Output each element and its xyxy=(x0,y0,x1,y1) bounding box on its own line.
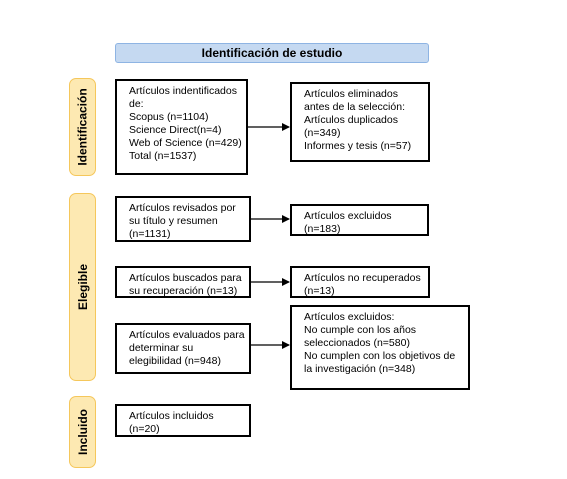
box-line: Artículos indentificados xyxy=(129,85,237,97)
box-line: (n=349) xyxy=(304,127,341,139)
box-line: elegibilidad (n=948) xyxy=(129,355,221,367)
box-line: Artículos buscados para xyxy=(129,272,242,284)
box-line: antes de la selección: xyxy=(304,101,405,113)
box-identified-articles: Artículos indentificados de: Scopus (n=1… xyxy=(115,79,248,175)
box-line: Total (n=1537) xyxy=(129,150,197,162)
box-line: Web of Science (n=429) xyxy=(129,137,242,149)
box-line: (n=1131) xyxy=(129,228,171,240)
stage-incluido: Incluido xyxy=(69,396,96,468)
box-not-retrieved-articles: Artículos no recuperados (n=13) xyxy=(290,266,430,298)
box-line: Artículos evaluados para xyxy=(129,329,245,341)
header-bar: Identificación de estudio xyxy=(115,43,429,63)
box-line: (n=20) xyxy=(129,423,160,435)
box-line: Artículos no recuperados xyxy=(304,272,421,284)
box-line: Artículos excluidos: xyxy=(304,311,395,323)
box-line: No cumple con los años xyxy=(304,324,417,336)
stage-elegible: Elegible xyxy=(69,193,96,381)
box-line: Science Direct(n=4) xyxy=(129,124,222,136)
box-line: Scopus (n=1104) xyxy=(129,111,209,123)
box-line: la investigación (n=348) xyxy=(304,363,416,375)
box-line: (n=13) xyxy=(304,285,335,297)
box-line: seleccionados (n=580) xyxy=(304,337,410,349)
box-line: su recuperación (n=13) xyxy=(129,285,238,297)
box-sought-articles: Artículos buscados para su recuperación … xyxy=(115,266,251,298)
box-excluded-reasons: Artículos excluidos: No cumple con los a… xyxy=(290,305,470,390)
box-line: su título y resumen xyxy=(129,215,218,227)
box-line: determinar su xyxy=(129,342,194,354)
box-removed-articles: Artículos eliminados antes de la selecci… xyxy=(290,82,430,162)
box-line: Artículos eliminados xyxy=(304,88,398,100)
box-line: Artículos revisados por xyxy=(129,202,236,214)
box-assessed-articles: Artículos evaluados para determinar su e… xyxy=(115,323,251,374)
box-line: Artículos duplicados xyxy=(304,114,398,126)
box-line: Artículos excluidos xyxy=(304,210,392,222)
box-line: (n=183) xyxy=(304,223,341,235)
box-line: Artículos incluidos xyxy=(129,410,214,422)
box-line: de: xyxy=(129,98,144,110)
box-excluded-articles: Artículos excluidos (n=183) xyxy=(290,204,429,236)
stage-identificacion: Identificación xyxy=(69,78,96,176)
box-line: Informes y tesis (n=57) xyxy=(304,140,412,152)
box-included-articles: Artículos incluidos (n=20) xyxy=(115,404,251,437)
box-reviewed-articles: Artículos revisados por su título y resu… xyxy=(115,196,251,242)
header-title: Identificación de estudio xyxy=(201,46,343,60)
box-line: No cumplen con los objetivos de xyxy=(304,350,456,362)
